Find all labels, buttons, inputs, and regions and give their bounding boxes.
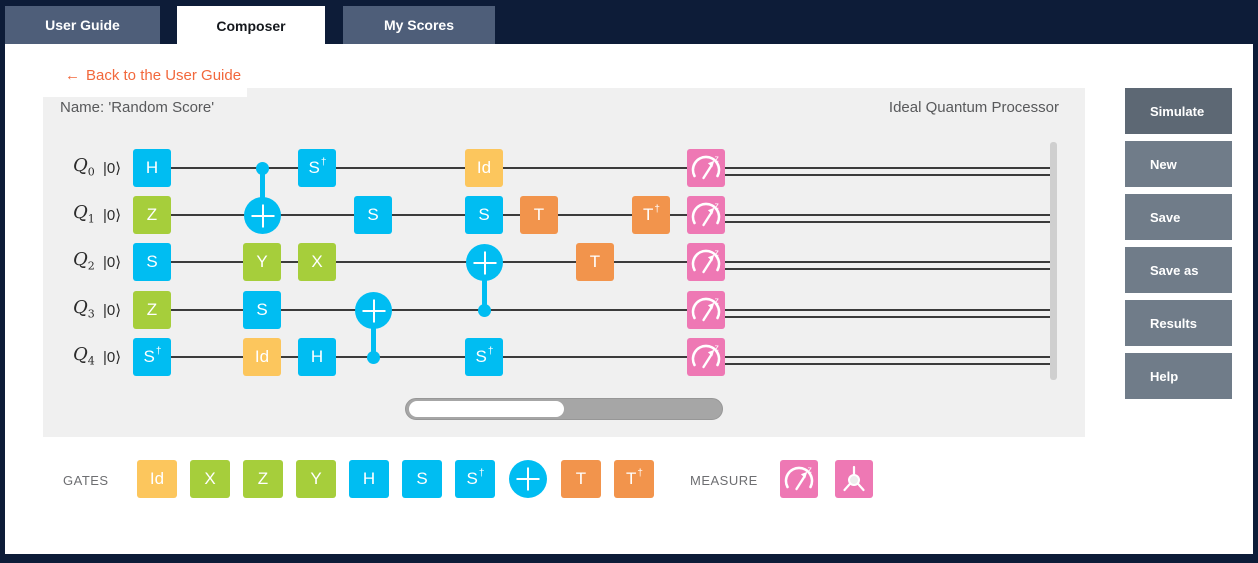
palette-gate-s[interactable]: S bbox=[402, 460, 442, 498]
gate-z[interactable]: Z bbox=[133, 291, 171, 329]
gate-t[interactable]: T bbox=[576, 243, 614, 281]
cnot-target[interactable] bbox=[244, 197, 281, 234]
measure-gate[interactable]: z bbox=[687, 243, 725, 281]
cnot-target[interactable] bbox=[355, 292, 392, 329]
back-link-label: Back to the User Guide bbox=[86, 67, 242, 84]
h-scrollbar-track[interactable] bbox=[405, 398, 723, 420]
vertical-scrollbar[interactable] bbox=[1050, 142, 1057, 380]
tab-bar: User Guide Composer My Scores bbox=[0, 0, 1258, 46]
qubit-label: Q2 bbox=[73, 249, 95, 273]
processor-label: Ideal Quantum Processor bbox=[888, 99, 1059, 116]
score-panel: Name: 'Random Score' Ideal Quantum Proce… bbox=[43, 88, 1085, 437]
palette-gate-y[interactable]: Y bbox=[296, 460, 336, 498]
svg-text:z: z bbox=[715, 154, 720, 164]
classical-wire bbox=[725, 363, 1050, 365]
gate-h[interactable]: H bbox=[298, 338, 336, 376]
palette-gate-h[interactable]: H bbox=[349, 460, 389, 498]
back-to-user-guide-link[interactable]: ← Back to the User Guide bbox=[65, 67, 241, 84]
gate-s[interactable]: S bbox=[243, 291, 281, 329]
gate-id[interactable]: Id bbox=[243, 338, 281, 376]
ket-label: |0⟩ bbox=[103, 349, 122, 366]
palette-gate-cnot[interactable] bbox=[509, 460, 547, 498]
ket-label: |0⟩ bbox=[103, 254, 122, 271]
cnot-control-dot[interactable] bbox=[256, 162, 269, 175]
ket-label: |0⟩ bbox=[103, 302, 122, 319]
gate-id[interactable]: Id bbox=[465, 149, 503, 187]
qubit-label: Q0 bbox=[73, 155, 95, 179]
h-scrollbar-thumb[interactable] bbox=[409, 401, 564, 417]
palette-gate-s-dagger[interactable]: S† bbox=[455, 460, 495, 498]
measure-label: MEASURE bbox=[690, 473, 758, 488]
save-as-button[interactable]: Save as bbox=[1125, 247, 1232, 293]
cnot-control-dot[interactable] bbox=[478, 304, 491, 317]
measure-gate[interactable]: z bbox=[687, 149, 725, 187]
gate-x[interactable]: X bbox=[298, 243, 336, 281]
simulate-button[interactable]: Simulate bbox=[1125, 88, 1232, 134]
new-button[interactable]: New bbox=[1125, 141, 1232, 187]
classical-wire bbox=[725, 174, 1050, 176]
cnot-control-dot[interactable] bbox=[367, 351, 380, 364]
measure-gate[interactable]: z bbox=[687, 291, 725, 329]
gate-s[interactable]: S bbox=[354, 196, 392, 234]
quantum-wire bbox=[133, 214, 1050, 216]
qubit-label: Q1 bbox=[73, 202, 95, 226]
cnot-connector bbox=[371, 310, 376, 357]
cnot-target[interactable] bbox=[466, 244, 503, 281]
palette-gate-t[interactable]: T bbox=[561, 460, 601, 498]
panel-notch bbox=[43, 88, 247, 97]
gates-label: GATES bbox=[63, 473, 109, 488]
gate-t-dagger[interactable]: T† bbox=[632, 196, 670, 234]
svg-text:z: z bbox=[715, 201, 720, 211]
save-button[interactable]: Save bbox=[1125, 194, 1232, 240]
palette-measure-gauge[interactable]: z bbox=[780, 460, 818, 498]
palette-gate-id[interactable]: Id bbox=[137, 460, 177, 498]
ket-label: |0⟩ bbox=[103, 207, 122, 224]
content-area: ← Back to the User Guide Name: 'Random Sc… bbox=[5, 44, 1253, 554]
action-sidebar: Simulate New Save Save as Results Help bbox=[1125, 88, 1232, 399]
svg-text:z: z bbox=[715, 248, 720, 258]
classical-wire bbox=[725, 221, 1050, 223]
tab-user-guide[interactable]: User Guide bbox=[5, 6, 160, 44]
quantum-wire bbox=[133, 356, 1050, 358]
qubit-label: Q3 bbox=[73, 297, 95, 321]
gate-s[interactable]: S bbox=[465, 196, 503, 234]
help-button[interactable]: Help bbox=[1125, 353, 1232, 399]
classical-wire bbox=[725, 268, 1050, 270]
svg-text:z: z bbox=[715, 296, 720, 306]
score-name-label: Name: 'Random Score' bbox=[60, 99, 215, 116]
results-button[interactable]: Results bbox=[1125, 300, 1232, 346]
gate-s-dagger[interactable]: S† bbox=[133, 338, 171, 376]
tab-my-scores[interactable]: My Scores bbox=[343, 6, 495, 44]
tab-composer[interactable]: Composer bbox=[177, 6, 325, 46]
quantum-wire bbox=[133, 167, 1050, 169]
gate-y[interactable]: Y bbox=[243, 243, 281, 281]
svg-text:z: z bbox=[808, 465, 813, 475]
gate-s-dagger[interactable]: S† bbox=[465, 338, 503, 376]
back-arrow-icon: ← bbox=[65, 67, 80, 84]
palette-gate-z[interactable]: Z bbox=[243, 460, 283, 498]
cnot-connector bbox=[482, 262, 487, 310]
ket-label: |0⟩ bbox=[103, 160, 122, 177]
measure-gate[interactable]: z bbox=[687, 196, 725, 234]
svg-text:z: z bbox=[715, 343, 720, 353]
cnot-connector bbox=[260, 168, 265, 215]
palette-gate-t-dagger[interactable]: T† bbox=[614, 460, 654, 498]
quantum-wire bbox=[133, 309, 1050, 311]
gate-s[interactable]: S bbox=[133, 243, 171, 281]
qubit-label: Q4 bbox=[73, 344, 95, 368]
gate-h[interactable]: H bbox=[133, 149, 171, 187]
gate-z[interactable]: Z bbox=[133, 196, 171, 234]
palette-measure-bloch[interactable] bbox=[835, 460, 873, 498]
classical-wire bbox=[725, 316, 1050, 318]
gate-t[interactable]: T bbox=[520, 196, 558, 234]
gate-s-dagger[interactable]: S† bbox=[298, 149, 336, 187]
palette-gate-x[interactable]: X bbox=[190, 460, 230, 498]
measure-gate[interactable]: z bbox=[687, 338, 725, 376]
